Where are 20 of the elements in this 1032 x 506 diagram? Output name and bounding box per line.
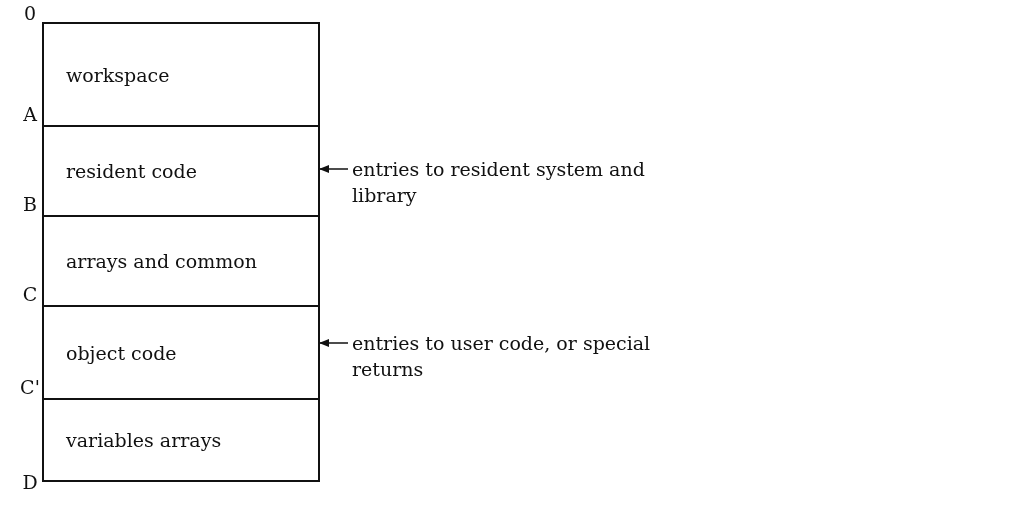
segment-label: object code [66,341,177,364]
annotation-text: entries to user code, or special returns [352,330,712,382]
memory-segment [42,22,320,127]
address-marker: D [21,472,39,492]
memory-segment [42,398,320,482]
address-marker: C [21,284,39,304]
address-marker: B [22,194,38,214]
memory-segment [42,125,320,217]
address-marker: 0 [22,3,38,23]
arrow [319,339,349,347]
arrow [319,165,349,173]
memory-segment [42,305,320,400]
address-marker: C' [19,377,41,397]
address-marker: A [22,104,39,124]
segment-label: arrays and common [66,250,257,272]
segment-label: resident code [66,160,197,182]
annotation-text: entries to resident system and library [352,156,712,208]
segment-label: workspace [66,63,170,86]
segment-label: variables arrays [66,429,222,451]
memory-segment [42,215,320,307]
